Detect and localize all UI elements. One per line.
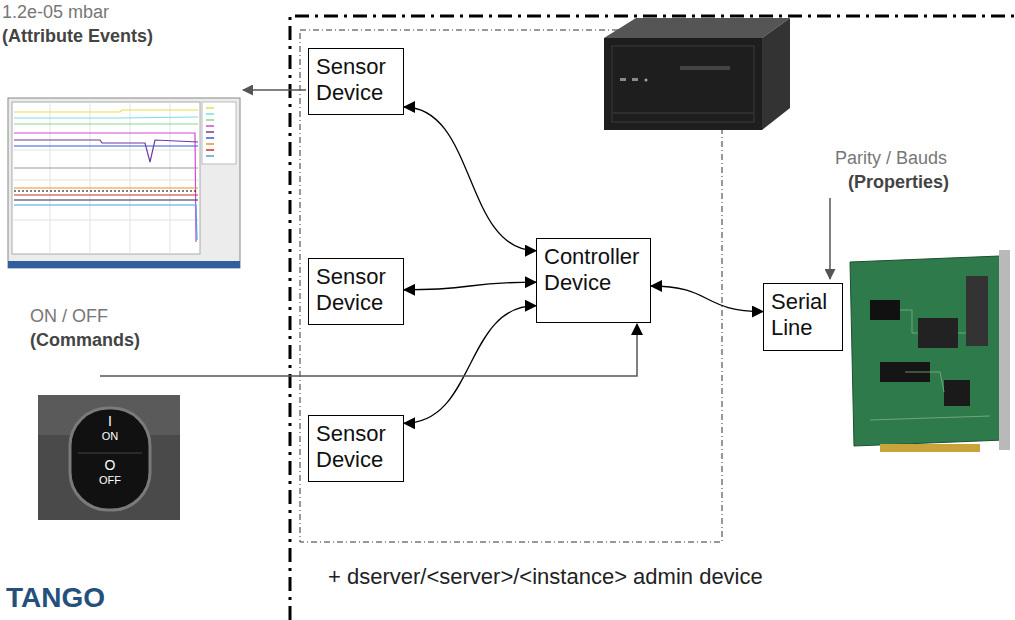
device-link (404, 306, 536, 424)
value-label: ON / OFF (30, 306, 108, 327)
device-box: Sensor Device (308, 48, 404, 115)
value-label: Parity / Bauds (835, 148, 947, 169)
device-name: Serial Line (771, 289, 827, 342)
device-link (651, 286, 763, 312)
device-link (404, 282, 536, 290)
serial-card (850, 250, 1010, 452)
command-line (100, 324, 637, 376)
server-computer (604, 18, 790, 130)
server-outline (290, 16, 1015, 620)
device-box: Controller Device (536, 238, 651, 323)
logo-text: TANGO (6, 582, 105, 614)
value-label: 1.2e-05 mbar (2, 2, 109, 23)
device-name: Sensor Device (316, 264, 386, 317)
device-name: Controller Device (544, 244, 639, 297)
switch-mark: ON (102, 430, 119, 443)
switch-photo (38, 395, 180, 520)
device-box: Sensor Device (308, 258, 404, 325)
device-name: Sensor Device (316, 421, 386, 474)
kind-label: (Attribute Events) (2, 26, 153, 47)
event-arrow (243, 89, 306, 91)
device-link (404, 107, 536, 251)
switch-mark: O (105, 457, 116, 473)
kind-label: (Properties) (848, 172, 949, 193)
device-name: Sensor Device (316, 54, 386, 107)
device-box: Sensor Device (308, 415, 404, 482)
device-box: Serial Line (763, 283, 843, 351)
trend-chart (8, 98, 240, 268)
switch-mark: OFF (99, 474, 121, 487)
kind-label: (Commands) (30, 330, 140, 351)
admin-device-note: + dserver/<server>/<instance> admin devi… (328, 564, 763, 589)
switch-mark: I (108, 413, 112, 429)
property-arrow (829, 198, 831, 279)
